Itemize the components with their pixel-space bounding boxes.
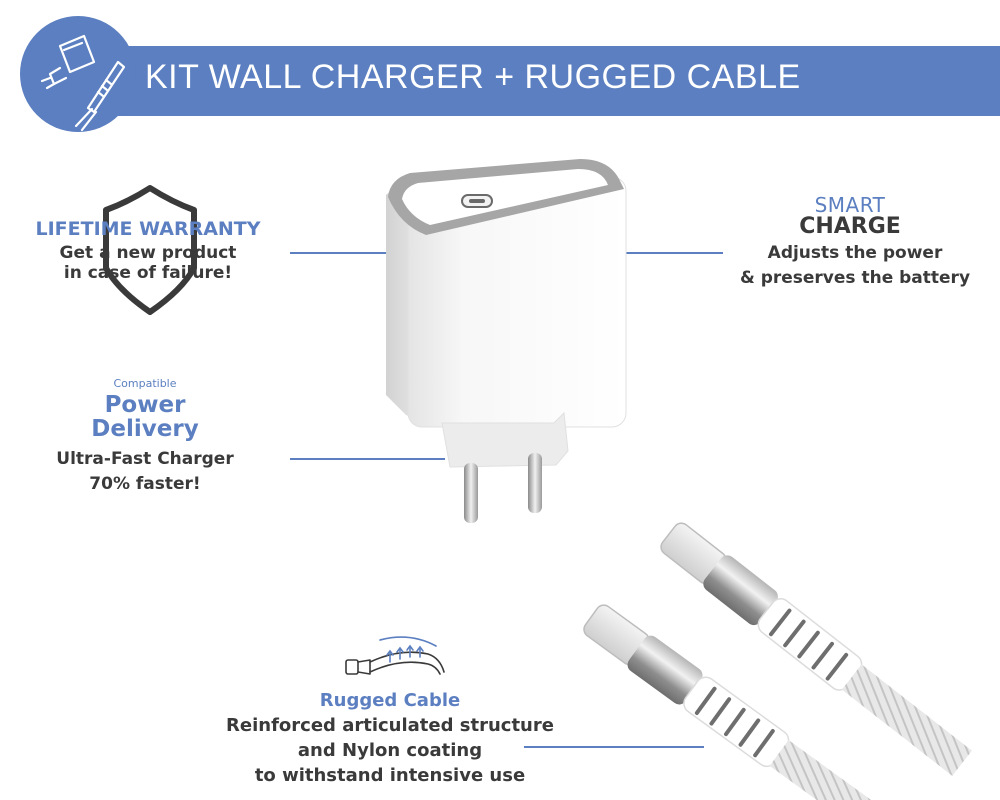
warranty-line-2: in case of failure! bbox=[63, 263, 233, 283]
smart-charge-line-2: & preserves the battery bbox=[739, 268, 971, 288]
rugged-cable-title: Rugged Cable bbox=[319, 690, 461, 711]
flexible-cable-icon bbox=[345, 636, 445, 675]
rugged-cable-line-3: to withstand intensive use bbox=[254, 765, 526, 786]
page-title: KIT WALL CHARGER + RUGGED CABLE bbox=[145, 58, 801, 96]
smart-charge-connector-line bbox=[625, 252, 723, 254]
warranty-title: LIFETIME WARRANTY bbox=[35, 218, 261, 240]
header-badge bbox=[20, 16, 136, 132]
rugged-cable-connector-line bbox=[524, 746, 704, 748]
smart-charge-label-bottom: CHARGE bbox=[799, 214, 901, 239]
shield-icon bbox=[103, 185, 197, 315]
power-delivery-compatible-label: Compatible bbox=[113, 377, 177, 390]
smart-charge-line-1: Adjusts the power bbox=[767, 243, 943, 263]
wall-charger-image bbox=[386, 159, 627, 523]
warranty-connector-line bbox=[290, 252, 386, 254]
power-delivery-title-1: Power bbox=[104, 392, 186, 418]
rugged-cable-line-2: and Nylon coating bbox=[297, 740, 483, 761]
power-delivery-line-2: 70% faster! bbox=[89, 474, 201, 494]
power-delivery-line-1: Ultra-Fast Charger bbox=[56, 449, 234, 469]
warranty-line-1: Get a new product bbox=[59, 243, 237, 263]
header-banner bbox=[62, 46, 1000, 116]
usb-c-cable-image bbox=[583, 522, 972, 800]
rugged-cable-line-1: Reinforced articulated structure bbox=[226, 715, 554, 736]
power-delivery-connector-line bbox=[290, 458, 445, 460]
power-delivery-title-2: Delivery bbox=[91, 416, 199, 442]
smart-charge-label-top: SMART bbox=[814, 193, 886, 217]
charger-cable-icon bbox=[40, 34, 126, 132]
